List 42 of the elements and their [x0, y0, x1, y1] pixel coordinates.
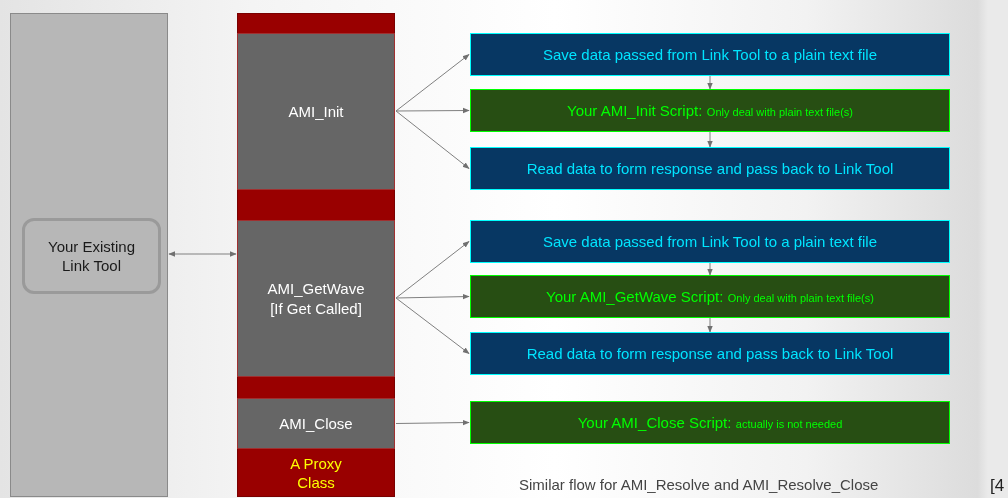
process-box: [470, 220, 950, 263]
arrow: [707, 317, 713, 333]
arrow: [707, 75, 713, 90]
box-note: Only deal with plain text file(s): [706, 105, 853, 118]
box-label: Save data passed from Link Tool to a plain text file: [542, 232, 878, 250]
script-box: [470, 401, 950, 444]
box-note: actually is not needed: [735, 417, 843, 430]
process-box: [470, 147, 950, 190]
function-box: [237, 33, 395, 190]
arrow: [168, 251, 237, 257]
box-label: Your AMI_Close Script:: [577, 413, 732, 431]
box-label: AMI_Close: [279, 414, 353, 432]
arrow: [395, 54, 470, 112]
box-label: Your Existing Link Tool: [48, 237, 135, 274]
arrow: [395, 419, 470, 426]
script-box: [470, 89, 950, 132]
arrow: [395, 241, 470, 299]
script-box: [470, 275, 950, 318]
box-note: Only deal with plain text file(s): [727, 291, 874, 304]
arrow: [395, 110, 470, 169]
box-label: Your AMI_Init Script:: [567, 101, 703, 119]
arrow: [395, 297, 470, 354]
process-box: [470, 33, 950, 76]
note-text: Similar flow for AMI_Resolve and AMI_Resolve_Close: [519, 476, 879, 493]
class-container: [237, 13, 395, 497]
process-box: [470, 332, 950, 375]
function-box: [237, 220, 395, 377]
box-label: Your AMI_GetWave Script:: [546, 287, 724, 305]
arrow: [707, 262, 713, 276]
arrow: [707, 131, 713, 148]
arrow: [395, 107, 470, 114]
box-label: Save data passed from Link Tool to a plain text file: [542, 45, 878, 63]
box-label: AMI_GetWave [If Get Called]: [267, 280, 365, 317]
box-label: Read data to form response and pass back to Link Tool: [526, 344, 894, 362]
box-label: AMI_Init: [288, 102, 344, 120]
function-box: [237, 398, 395, 449]
tool-box: [22, 218, 161, 294]
note-text: [4: [990, 476, 1005, 496]
arrow: [395, 293, 470, 300]
container-panel: [10, 13, 168, 497]
box-label: A Proxy Class: [290, 454, 342, 491]
box-label: Read data to form response and pass back to Link Tool: [526, 159, 894, 177]
